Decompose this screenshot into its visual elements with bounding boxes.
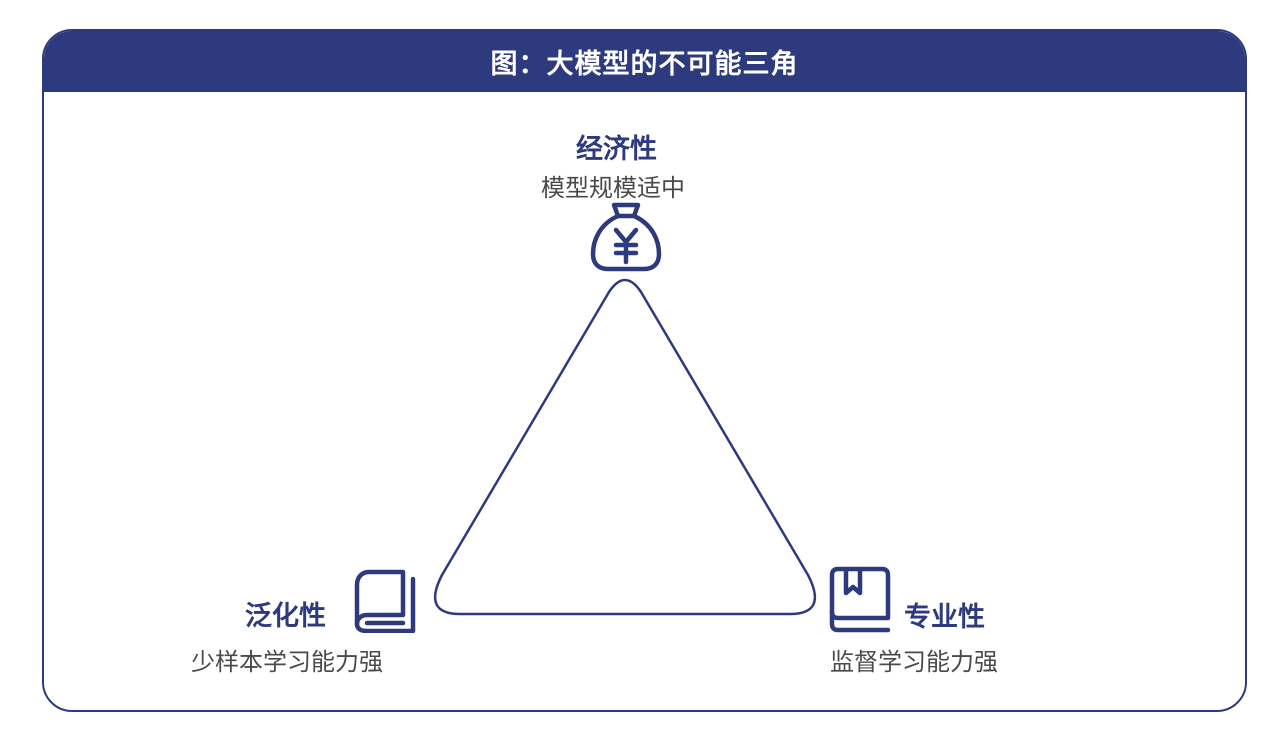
bookmarked-book-icon	[828, 566, 892, 634]
vertex-left-subtitle: 少样本学习能力强	[191, 648, 383, 676]
vertex-left-title: 泛化性	[245, 601, 326, 632]
page-title: 图：大模型的不可能三角	[490, 49, 799, 80]
vertex-right-subtitle: 监督学习能力强	[830, 648, 998, 676]
diagram-frame: 图：大模型的不可能三角	[42, 29, 1247, 712]
header-bar: 图：大模型的不可能三角	[44, 31, 1245, 92]
vertex-top-subtitle: 模型规模适中	[541, 174, 685, 202]
vertex-top-title: 经济性	[576, 134, 657, 165]
book-icon	[353, 569, 419, 633]
money-bag-yen-icon	[590, 202, 662, 274]
vertex-right-title: 专业性	[904, 602, 985, 633]
